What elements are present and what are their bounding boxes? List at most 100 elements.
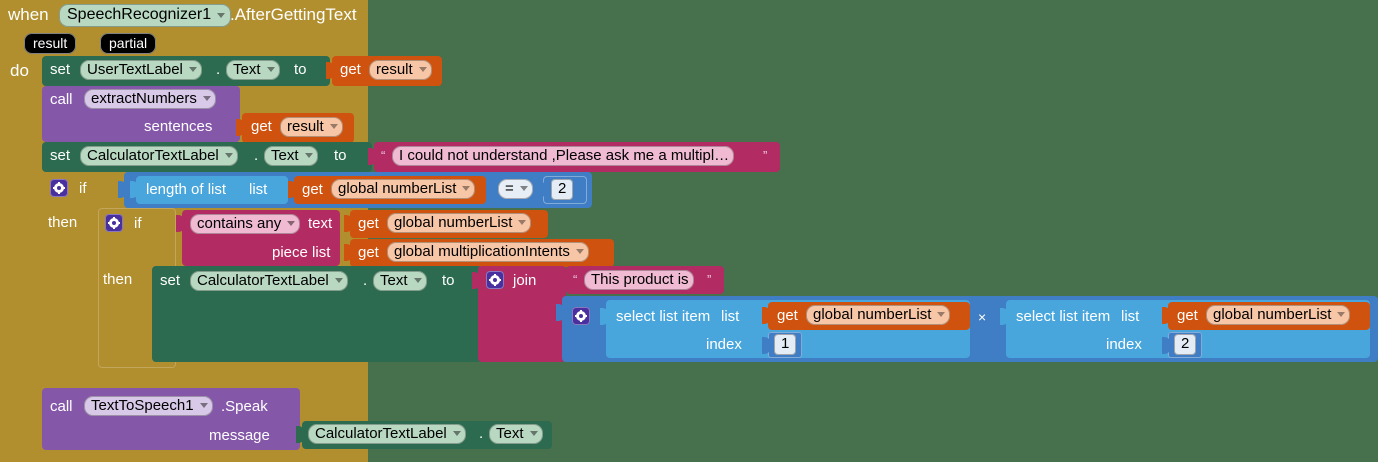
select-list-item-label-1: select list item: [616, 308, 711, 325]
length-of-list-label: length of list: [146, 181, 227, 198]
event-param-partial: partial: [100, 33, 157, 55]
component-label: TextToSpeech1: [91, 397, 194, 414]
chevron-down-icon[interactable]: [529, 431, 538, 437]
multiply-mutator-gear-icon[interactable]: [572, 307, 590, 325]
chevron-down-icon[interactable]: [937, 312, 946, 318]
close-quote-icon-2: ”: [707, 272, 712, 287]
chevron-down-icon[interactable]: [304, 153, 313, 159]
chevron-down-icon[interactable]: [418, 67, 427, 73]
event-component-dropdown[interactable]: SpeechRecognizer1: [59, 4, 232, 28]
outer-then-label: then: [48, 214, 78, 231]
get-result-variable-dropdown-1[interactable]: result: [369, 60, 432, 81]
set-join-to-label: to: [442, 272, 455, 289]
event-param-result: result: [24, 33, 77, 55]
chevron-down-icon[interactable]: [329, 124, 338, 130]
set-calc-to-label: to: [334, 147, 347, 164]
call-tts-call-label: call: [50, 398, 73, 415]
call-extractnumbers-procedure-dropdown[interactable]: extractNumbers: [84, 89, 216, 110]
set-usertextlabel-to-label: to: [294, 61, 307, 78]
get-global-numberlist-dropdown-4[interactable]: global numberList: [1206, 305, 1351, 326]
chevron-down-icon[interactable]: [202, 96, 211, 102]
component-label: UserTextLabel: [87, 61, 183, 78]
join-mutator-gear-icon[interactable]: [486, 271, 504, 289]
get-global-multiplicationintents-plug: [344, 244, 353, 261]
chevron-down-icon[interactable]: [188, 67, 197, 73]
variable-label: global numberList: [813, 306, 932, 323]
set-usertextlabel-set-label: set: [50, 61, 71, 78]
get-global-numberlist-plug-2: [344, 215, 353, 232]
chevron-down-icon[interactable]: [1337, 312, 1346, 318]
set-usertextlabel-component-dropdown[interactable]: UserTextLabel: [80, 60, 202, 81]
getter-component-dropdown[interactable]: CalculatorTextLabel: [308, 424, 466, 445]
call-tts-arg-label: message: [209, 427, 270, 444]
get-global-multiplicationintents-dropdown[interactable]: global multiplicationIntents: [387, 242, 589, 263]
call-extractnumbers-call-label: call: [50, 91, 73, 108]
getter-property-dropdown[interactable]: Text: [489, 424, 543, 445]
set-join-property-dropdown[interactable]: Text: [373, 271, 427, 292]
chevron-down-icon[interactable]: [224, 153, 233, 159]
equals-plug: [118, 181, 127, 198]
set-join-component-dropdown[interactable]: CalculatorTextLabel: [190, 271, 348, 292]
get-global-numberlist-plug-4: [1162, 307, 1171, 324]
set-usertextlabel-property-dropdown[interactable]: Text: [226, 60, 280, 81]
chevron-down-icon[interactable]: [413, 278, 422, 284]
text-string-field-product[interactable]: This product is: [584, 270, 694, 291]
get-global-numberlist-plug-3: [762, 307, 771, 324]
variable-label: global numberList: [1213, 306, 1332, 323]
variable-label: result: [376, 61, 413, 78]
get-label-2: get: [251, 118, 272, 135]
select-list-item-label-2: select list item: [1016, 308, 1111, 325]
text-string-field-fallback[interactable]: I could not understand ,Please ask me a …: [392, 146, 735, 167]
get-label-4: get: [358, 215, 379, 232]
inner-if-mutator-gear-icon[interactable]: [105, 214, 123, 232]
variable-label: result: [287, 118, 324, 135]
number-field-index-1[interactable]: 1: [774, 334, 797, 355]
chevron-down-icon[interactable]: [287, 221, 296, 227]
number-field-index-2[interactable]: 2: [1174, 334, 1197, 355]
contains-any-dropdown[interactable]: contains any: [190, 214, 301, 235]
join-label: join: [513, 272, 537, 289]
chevron-down-icon[interactable]: [266, 67, 275, 73]
inner-if-label: if: [134, 215, 142, 232]
set-calc-property-dropdown[interactable]: Text: [264, 146, 318, 167]
select-list-item-index-label-2: index: [1106, 336, 1142, 353]
get-global-numberlist-dropdown-2[interactable]: global numberList: [387, 213, 532, 234]
component-label: CalculatorTextLabel: [87, 147, 219, 164]
length-of-list-block[interactable]: [136, 176, 288, 204]
equals-operator-dropdown[interactable]: =: [498, 179, 533, 200]
contains-any-label: contains any: [197, 215, 282, 232]
join-plug: [472, 272, 481, 289]
chevron-down-icon[interactable]: [519, 186, 528, 192]
chevron-down-icon[interactable]: [334, 278, 343, 284]
get-label-1: get: [340, 61, 361, 78]
get-result-variable-dropdown-2[interactable]: result: [280, 117, 343, 138]
component-label: CalculatorTextLabel: [315, 425, 447, 442]
call-extractnumbers-arg-label: sentences: [144, 118, 213, 135]
chevron-down-icon[interactable]: [217, 12, 226, 18]
call-tts-component-dropdown[interactable]: TextToSpeech1: [84, 396, 213, 417]
calculatortextlabel-getter-plug: [296, 426, 305, 443]
text-string-plug: [368, 148, 377, 165]
text-string-product-plug: [560, 271, 569, 288]
variable-label: global numberList: [394, 214, 513, 231]
chevron-down-icon[interactable]: [462, 186, 471, 192]
when-label: when: [8, 5, 49, 24]
get-global-numberlist-dropdown-1[interactable]: global numberList: [331, 179, 476, 200]
number-block-plug: [537, 181, 546, 198]
chevron-down-icon[interactable]: [518, 220, 527, 226]
do-label: do: [10, 61, 29, 80]
set-join-dot: .: [363, 272, 368, 289]
property-label: Text: [380, 272, 408, 289]
set-calc-component-dropdown[interactable]: CalculatorTextLabel: [80, 146, 238, 167]
outer-if-mutator-gear-icon[interactable]: [50, 179, 68, 197]
set-calc-dot: .: [254, 147, 259, 164]
get-global-numberlist-dropdown-3[interactable]: global numberList: [806, 305, 951, 326]
property-label: Text: [271, 147, 299, 164]
chevron-down-icon[interactable]: [452, 431, 461, 437]
select-list-item-list-label-1: list: [721, 308, 740, 325]
multiply-operator-label: ×: [978, 309, 987, 325]
number-field-2[interactable]: 2: [551, 179, 574, 200]
chevron-down-icon[interactable]: [575, 249, 584, 255]
chevron-down-icon[interactable]: [199, 403, 208, 409]
